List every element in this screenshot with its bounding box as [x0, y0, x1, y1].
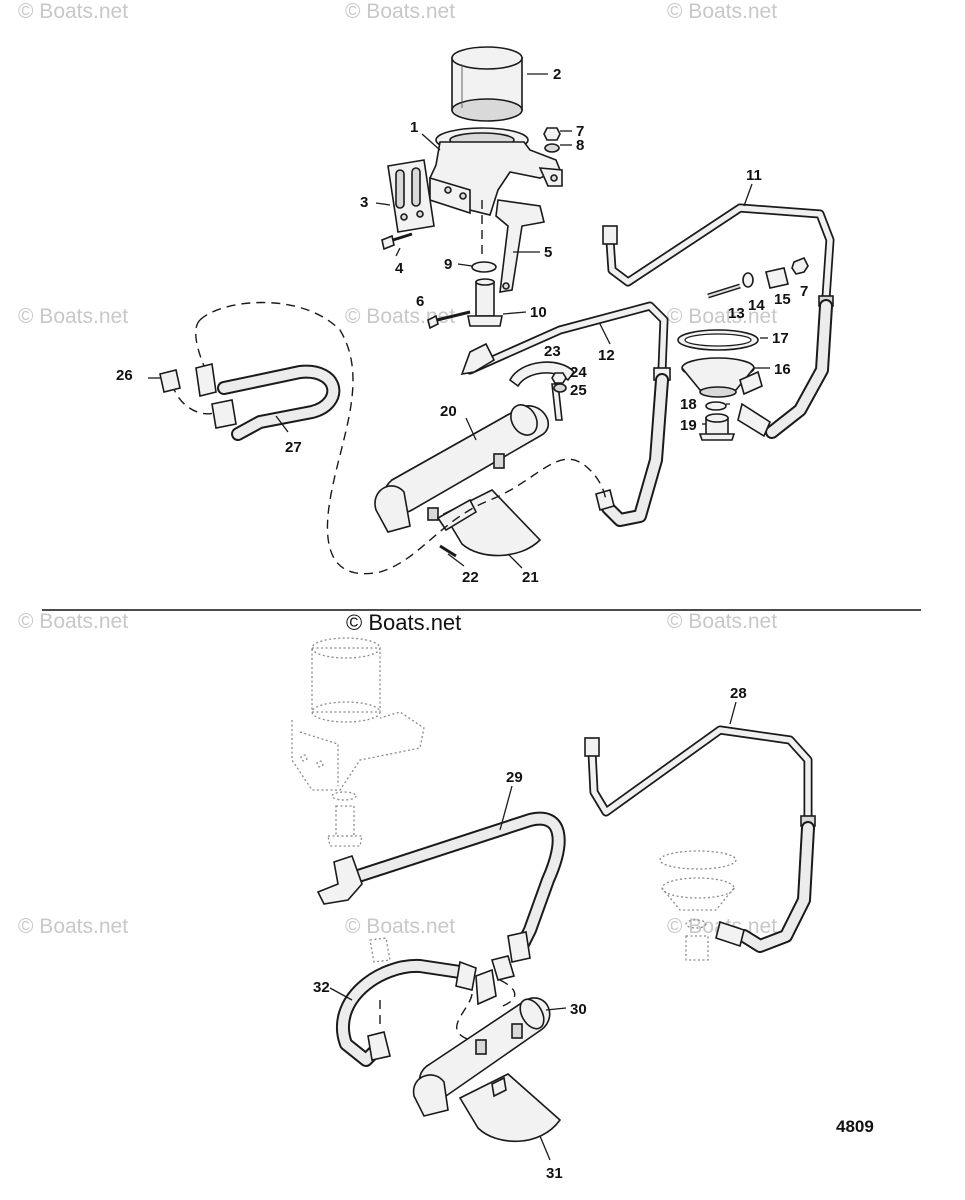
callout-4: 4	[395, 260, 404, 277]
hose-29	[316, 811, 566, 981]
hose-12-lower	[595, 373, 669, 527]
leaders-lower	[329, 701, 737, 1161]
screw-4	[381, 232, 413, 251]
clamp-hardware	[707, 256, 809, 299]
callout-30: 30	[570, 1001, 587, 1018]
callout-16: 16	[774, 361, 791, 378]
ghost-drain-bowl	[659, 850, 737, 961]
support-bracket	[495, 199, 545, 293]
upper-clamp	[508, 361, 576, 421]
callout-3: 3	[360, 194, 368, 211]
callout-24: 24	[570, 364, 587, 381]
callout-19: 19	[680, 417, 697, 434]
watermark: © Boats.net	[345, 305, 455, 328]
nut-and-washer	[543, 127, 561, 153]
callout-7b: 7	[800, 283, 808, 300]
hose-32	[336, 937, 497, 1067]
diagram-code: 4809	[836, 1117, 874, 1136]
watermark: © Boats.net	[667, 305, 777, 328]
callout-8: 8	[576, 137, 584, 154]
screw-6	[427, 310, 471, 330]
filter-bracket	[429, 127, 563, 216]
callout-6: 6	[416, 293, 424, 310]
watermark: © Boats.net	[18, 0, 128, 23]
callout-22: 22	[462, 569, 479, 586]
callout-29: 29	[506, 769, 523, 786]
watermark: © Boats.net	[18, 915, 128, 938]
callout-21: 21	[522, 569, 539, 586]
callout-20: 20	[440, 403, 457, 420]
watermark: © Boats.net	[18, 305, 128, 328]
leaders-upper	[148, 73, 770, 569]
callout-18: 18	[680, 396, 697, 413]
callout-26: 26	[116, 367, 133, 384]
ghost-filter-assembly	[291, 637, 425, 847]
adapter-plate	[387, 159, 435, 233]
hose-28-lower	[715, 821, 815, 953]
o-ring-9	[471, 261, 497, 273]
callout-31: 31	[546, 1165, 563, 1182]
callout-2: 2	[553, 66, 561, 83]
callout-32: 32	[313, 979, 330, 996]
callout-17: 17	[772, 330, 789, 347]
watermark: © Boats.net	[345, 0, 455, 23]
drain-bowl-assembly	[677, 329, 763, 441]
callout-9: 9	[444, 256, 452, 273]
callout-23: 23	[544, 343, 561, 360]
callout-15: 15	[774, 291, 791, 308]
hose-route-lower	[456, 979, 516, 1041]
hose-route-upper	[199, 301, 607, 575]
heat-exchanger-lower	[412, 997, 551, 1117]
watermark: © Boats.net	[667, 0, 777, 23]
watermark: © Boats.net	[667, 610, 777, 633]
callout-11: 11	[746, 167, 762, 184]
filter-element	[451, 46, 523, 122]
callout-12: 12	[598, 347, 615, 364]
hose-27	[159, 363, 341, 441]
heat-exchanger	[374, 404, 549, 533]
callout-25: 25	[570, 382, 587, 399]
callout-13: 13	[728, 305, 745, 322]
clamp-31	[458, 1073, 562, 1143]
callout-1: 1	[410, 119, 418, 136]
callout-7: 7	[576, 123, 584, 140]
callout-5: 5	[544, 244, 552, 261]
tube-28	[584, 725, 816, 827]
callout-28: 28	[730, 685, 747, 702]
watermark: © Boats.net	[18, 610, 128, 633]
callout-10: 10	[530, 304, 547, 321]
lower-clamp	[436, 489, 542, 558]
callout-14: 14	[748, 297, 765, 314]
watermarks: © Boats.net © Boats.net © Boats.net © Bo…	[18, 0, 777, 938]
callout-27: 27	[285, 439, 302, 456]
copyright-text: © Boats.net	[346, 610, 461, 635]
hose-11-lower	[737, 299, 833, 439]
callouts: 1 2 3 4 5 6 7 8 9 10 11 12 13 14 15 7 16…	[116, 66, 808, 1182]
watermark: © Boats.net	[345, 915, 455, 938]
fitting-10	[467, 278, 503, 327]
